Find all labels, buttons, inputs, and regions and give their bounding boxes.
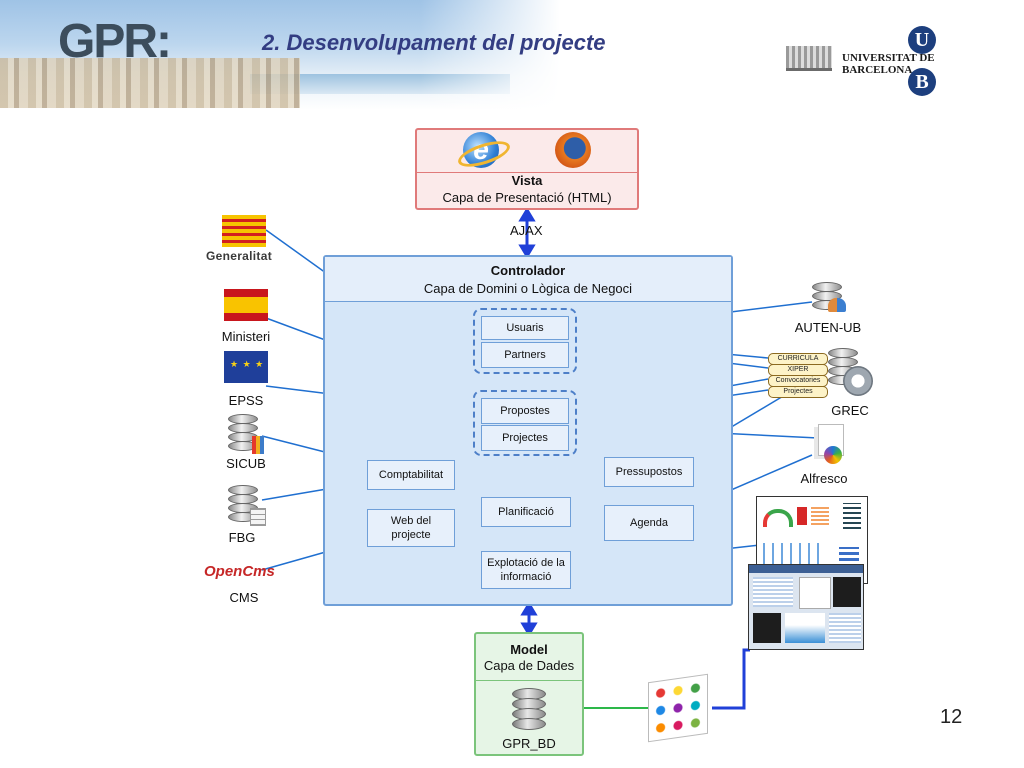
ub-badge-u: U: [908, 26, 936, 54]
tag-projectes: Projectes: [768, 386, 828, 398]
app-titlebar: [749, 565, 863, 573]
controlador-layer: Controlador Capa de Domini o Lògica de N…: [323, 255, 733, 606]
alfresco-label: Alfresco: [800, 471, 848, 486]
gear-icon: [843, 366, 873, 396]
sicub-label: SICUB: [226, 456, 266, 471]
module-comptabilitat: Comptabilitat: [367, 460, 455, 490]
auten-ub-database-icon: [812, 282, 842, 322]
eu-flag-icon: [224, 351, 268, 383]
app-dark-panel-2: [753, 613, 781, 643]
firefox-icon: [555, 132, 591, 168]
model-header: Model Capa de Dades: [476, 634, 582, 681]
line-chart-icon: [763, 543, 823, 565]
gpr-logo: GPR:: [58, 15, 172, 68]
vista-layer: e Vista Capa de Presentació (HTML): [415, 128, 639, 210]
app-table-icon: [753, 577, 793, 607]
arrow-head-up-1: [518, 207, 536, 222]
ub-building-icon: [786, 46, 832, 71]
fbg-grid-icon: [250, 508, 266, 526]
app-list-icon: [829, 613, 861, 643]
group-propostes-projectes: [473, 390, 577, 456]
epss-label: EPSS: [228, 393, 264, 408]
cms-label: CMS: [229, 590, 259, 605]
page-number: 12: [940, 706, 963, 728]
model-layer: Model Capa de Dades GPR_BD: [474, 632, 584, 756]
gpr-bd-label: GPR_BD: [502, 736, 556, 751]
app-area-chart: [785, 613, 825, 643]
users-icon: [828, 298, 846, 312]
internet-explorer-icon: e: [463, 132, 499, 168]
opencms-logo: OpenCms: [204, 563, 275, 580]
grec-label: GREC: [831, 403, 869, 418]
generalitat-label: Generalitat: [206, 249, 272, 263]
bar-orange-icon: [811, 505, 829, 525]
auten-ub-label: AUTEN-UB: [794, 320, 862, 335]
controlador-header: Controlador Capa de Domini o Lògica de N…: [325, 257, 731, 302]
vista-subtitle: Capa de Presentació (HTML): [442, 190, 612, 205]
ub-badge-b: B: [908, 68, 936, 96]
university-name: UNIVERSITAT DE BARCELONA: [842, 52, 935, 76]
bar-red-icon: [797, 507, 807, 525]
group-usuaris-partners: [473, 308, 577, 374]
module-pressupostos: Pressupostos: [604, 457, 694, 487]
slide-title: 2. Desenvolupament del projecte: [262, 30, 606, 55]
ministeri-label: Ministeri: [221, 329, 271, 344]
hbar-chart-icon: [839, 547, 859, 567]
module-projectes: Projectes: [481, 425, 569, 451]
app-dark-panel: [833, 577, 861, 607]
module-agenda: Agenda: [604, 505, 694, 541]
fbg-label: FBG: [228, 530, 256, 545]
module-explotacio: Explotació de la informació: [481, 551, 571, 589]
olap-cube-icon: [648, 673, 708, 743]
dashboard-screenshot-2: [748, 564, 864, 650]
model-title: Model: [510, 642, 548, 657]
app-chart-panel: [799, 577, 831, 609]
fbg-database-icon: [228, 485, 258, 525]
university-logo: UNIVERSITAT DE BARCELONA U B: [786, 26, 1006, 98]
vista-title: Vista: [511, 173, 543, 188]
vista-icons-area: e: [417, 130, 637, 173]
module-partners: Partners: [481, 342, 569, 368]
controlador-subtitle: Capa de Domini o Lògica de Negoci: [423, 281, 633, 296]
bar-list-icon: [843, 503, 861, 529]
module-propostes: Propostes: [481, 398, 569, 424]
spain-flag-icon: [224, 289, 268, 321]
ajax-label: AJAX: [510, 223, 543, 238]
sicub-chart-icon: [252, 436, 264, 454]
database-icon: [512, 688, 546, 730]
alfresco-flower-icon: [824, 446, 842, 464]
header-banner: GPR:: [0, 0, 560, 110]
module-planificacio: Planificació: [481, 497, 571, 527]
module-web-projecte: Web del projecte: [367, 509, 455, 547]
gauge-icon: [763, 509, 793, 527]
banner-fade: [0, 0, 560, 110]
link-cube-dashboard: [712, 648, 750, 710]
catalonia-flag-icon: [222, 215, 266, 247]
module-usuaris: Usuaris: [481, 316, 569, 340]
controlador-title: Controlador: [490, 263, 566, 278]
model-subtitle: Capa de Dades: [483, 658, 575, 673]
